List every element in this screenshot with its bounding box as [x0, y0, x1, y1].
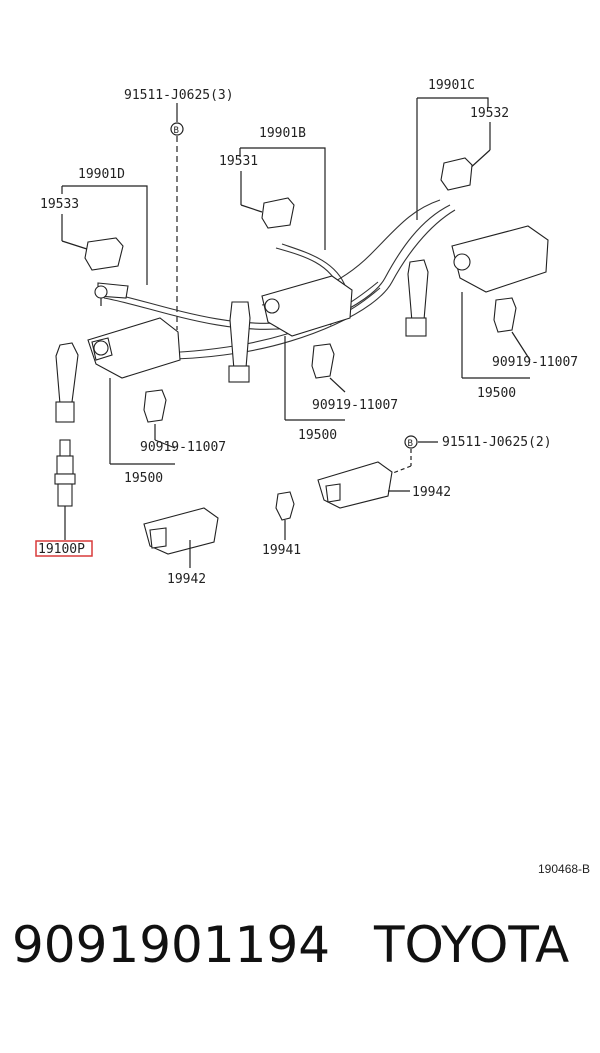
bracket-right-group: B 91511-J0625(2) 19942 [317, 435, 552, 509]
wire-b-group: 19901B 19531 [219, 126, 326, 250]
bolt-marker-icon [404, 435, 418, 449]
bolt-marker-letter-2: B [408, 439, 413, 449]
label-conn-left[interactable]: 90919-11007 [140, 440, 226, 455]
connector-middle-icon [311, 343, 335, 379]
label-conn-right[interactable]: 90919-11007 [492, 355, 578, 370]
connector-left-icon [143, 389, 167, 423]
wire-d-group: 19901D 19533 [40, 167, 148, 285]
coil-right: 90919-11007 19500 [405, 225, 578, 401]
sensor-group: 19941 [262, 491, 301, 558]
boot-left-icon [55, 342, 79, 405]
label-cap-1531[interactable]: 19531 [219, 154, 258, 169]
label-wire-d[interactable]: 19901D [78, 167, 125, 182]
brand-name: TOYOTA [374, 916, 570, 974]
sensor-icon [275, 491, 295, 521]
wire-c-group: 19901C 19532 [416, 78, 509, 220]
label-bracket-left[interactable]: 19942 [167, 572, 206, 587]
bolt-marker-icon [170, 122, 184, 136]
coil-left-icon [87, 317, 181, 379]
label-bolt-top[interactable]: 91511-J0625(3) [124, 88, 234, 103]
footer: 9091901194 TOYOTA [0, 910, 600, 980]
label-conn-mid[interactable]: 90919-11007 [312, 398, 398, 413]
boot-middle-icon [229, 301, 251, 371]
cap-1531-icon [261, 197, 295, 229]
label-cap-1532[interactable]: 19532 [470, 106, 509, 121]
bracket-left-group: 19942 [143, 507, 219, 587]
boot-right-icon [407, 259, 429, 323]
label-bracket-right[interactable]: 19942 [412, 485, 451, 500]
label-wire-c[interactable]: 19901C [428, 78, 475, 93]
highlight-box [35, 540, 93, 557]
label-bolt-right[interactable]: 91511-J0625(2) [442, 435, 552, 450]
spark-plug-group: 19100P [35, 439, 93, 557]
coil-middle-icon [261, 275, 353, 337]
coil-right-icon [451, 225, 549, 293]
cap-1532-icon [440, 157, 473, 191]
label-plug[interactable]: 19100P [38, 542, 85, 557]
label-sensor[interactable]: 19941 [262, 543, 301, 558]
label-cap-1533[interactable]: 19533 [40, 197, 79, 212]
spark-plug-icon [59, 439, 71, 457]
bolt-marker-letter: B [174, 126, 179, 136]
label-coil-right[interactable]: 19500 [477, 386, 516, 401]
bolt-top: 91511-J0625(3) B [124, 88, 234, 330]
reference-code: 190468-B [538, 862, 590, 876]
coil-middle: 90919-11007 19500 [228, 275, 398, 443]
part-number: 9091901194 [12, 916, 331, 974]
cap-1533-icon [84, 237, 124, 271]
label-coil-left[interactable]: 19500 [124, 471, 163, 486]
coil-left: 90919-11007 19500 [55, 282, 226, 486]
label-coil-mid[interactable]: 19500 [298, 428, 337, 443]
connector-right-icon [493, 297, 517, 333]
label-wire-b[interactable]: 19901B [259, 126, 306, 141]
